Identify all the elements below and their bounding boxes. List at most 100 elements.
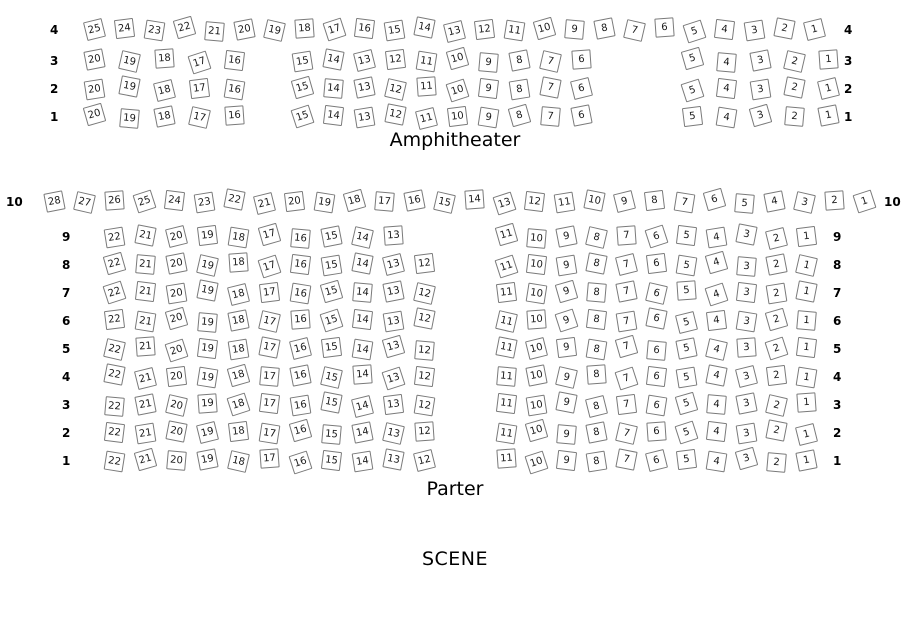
seat-parter-row5-6[interactable]: 6 — [646, 340, 667, 361]
seat-parter-row5-3[interactable]: 3 — [736, 337, 757, 358]
seat-parter-row10-11[interactable]: 11 — [553, 191, 576, 214]
seat-parter-row2-17[interactable]: 17 — [258, 422, 281, 445]
seat-parter-row1-15[interactable]: 15 — [320, 449, 343, 472]
seat-parter-row5-13[interactable]: 13 — [381, 334, 406, 359]
seat-parter-row3-2[interactable]: 2 — [765, 394, 788, 417]
seat-parter-row10-4[interactable]: 4 — [763, 190, 786, 213]
seat-parter-row10-19[interactable]: 19 — [313, 191, 336, 214]
seat-parter-row1-2[interactable]: 2 — [766, 452, 787, 473]
seat-parter-row4-5[interactable]: 5 — [675, 366, 698, 389]
seat-parter-row4-21[interactable]: 21 — [133, 366, 158, 391]
seat-parter-row10-21[interactable]: 21 — [252, 191, 277, 216]
seat-parter-row9-18[interactable]: 18 — [227, 226, 250, 249]
seat-parter-row6-11[interactable]: 11 — [495, 310, 518, 333]
seat-parter-row8-4[interactable]: 4 — [704, 250, 729, 275]
seat-parter-row1-9[interactable]: 9 — [555, 449, 578, 472]
seat-parter-row2-9[interactable]: 9 — [556, 424, 577, 445]
seat-parter-row9-15[interactable]: 15 — [320, 225, 343, 248]
seat-parter-row6-17[interactable]: 17 — [258, 310, 281, 333]
seat-parter-row10-15[interactable]: 15 — [433, 191, 456, 214]
seat-parter-row3-9[interactable]: 9 — [555, 391, 578, 414]
seat-parter-row9-14[interactable]: 14 — [351, 226, 374, 249]
seat-parter-row2-11[interactable]: 11 — [495, 422, 518, 445]
seat-parter-row6-1[interactable]: 1 — [796, 310, 817, 331]
seat-parter-row3-22[interactable]: 22 — [104, 396, 125, 417]
seat-parter-row3-4[interactable]: 4 — [706, 394, 727, 415]
seat-parter-row6-15[interactable]: 15 — [319, 308, 344, 333]
seat-parter-row4-18[interactable]: 18 — [226, 363, 251, 388]
seat-parter-row10-26[interactable]: 26 — [104, 190, 125, 211]
seat-parter-row7-4[interactable]: 4 — [704, 282, 729, 307]
seat-parter-row7-14[interactable]: 14 — [352, 282, 373, 303]
seat-parter-row1-10[interactable]: 10 — [524, 450, 549, 475]
seat-parter-row2-13[interactable]: 13 — [382, 422, 405, 445]
seat-parter-row6-3[interactable]: 3 — [735, 310, 758, 333]
seat-parter-row5-20[interactable]: 20 — [164, 338, 189, 363]
seat-parter-row7-11[interactable]: 11 — [495, 281, 518, 304]
seat-parter-row9-20[interactable]: 20 — [164, 224, 189, 249]
seat-parter-row2-14[interactable]: 14 — [351, 421, 374, 444]
seat-parter-row8-7[interactable]: 7 — [614, 252, 639, 277]
seat-parter-row10-28[interactable]: 28 — [43, 190, 66, 213]
seat-parter-row3-11[interactable]: 11 — [495, 392, 518, 415]
seat-parter-row10-14[interactable]: 14 — [464, 189, 485, 210]
seat-parter-row7-21[interactable]: 21 — [134, 280, 157, 303]
seat-parter-row4-6[interactable]: 6 — [645, 365, 668, 388]
seat-parter-row2-15[interactable]: 15 — [321, 424, 342, 445]
seat-parter-row8-1[interactable]: 1 — [795, 254, 818, 277]
seat-parter-row1-3[interactable]: 3 — [734, 446, 759, 471]
seat-parter-row4-20[interactable]: 20 — [165, 365, 188, 388]
seat-parter-row4-16[interactable]: 16 — [289, 364, 312, 387]
seat-parter-row1-20[interactable]: 20 — [166, 450, 187, 471]
seat-parter-row9-19[interactable]: 19 — [196, 224, 219, 247]
seat-parter-row1-1[interactable]: 1 — [795, 449, 818, 472]
seat-parter-row10-17[interactable]: 17 — [374, 191, 395, 212]
seat-parter-row6-6[interactable]: 6 — [645, 307, 668, 330]
seat-parter-row8-3[interactable]: 3 — [736, 256, 757, 277]
seat-parter-row7-15[interactable]: 15 — [319, 279, 344, 304]
seat-parter-row3-15[interactable]: 15 — [320, 391, 343, 414]
seat-parter-row8-10[interactable]: 10 — [525, 253, 548, 276]
seat-parter-row10-7[interactable]: 7 — [673, 191, 696, 214]
seat-parter-row7-20[interactable]: 20 — [165, 282, 188, 305]
seat-parter-row3-17[interactable]: 17 — [258, 392, 281, 415]
seat-parter-row1-7[interactable]: 7 — [615, 448, 638, 471]
seat-parter-row2-10[interactable]: 10 — [524, 418, 549, 443]
seat-parter-row5-16[interactable]: 16 — [288, 336, 313, 361]
seat-parter-row7-13[interactable]: 13 — [382, 280, 405, 303]
seat-parter-row6-18[interactable]: 18 — [227, 309, 250, 332]
seat-parter-row1-16[interactable]: 16 — [288, 450, 313, 475]
seat-parter-row8-17[interactable]: 17 — [257, 254, 282, 279]
seat-parter-row8-20[interactable]: 20 — [165, 252, 188, 275]
seat-parter-row4-15[interactable]: 15 — [320, 366, 343, 389]
seat-parter-row10-6[interactable]: 6 — [702, 187, 727, 212]
seat-parter-row8-5[interactable]: 5 — [675, 254, 698, 277]
seat-parter-row9-16[interactable]: 16 — [290, 228, 311, 249]
seat-parter-row5-8[interactable]: 8 — [585, 338, 608, 361]
seat-parter-row9-13[interactable]: 13 — [383, 225, 404, 246]
seat-parter-row4-13[interactable]: 13 — [381, 366, 406, 391]
seat-parter-row10-24[interactable]: 24 — [163, 189, 186, 212]
seat-parter-row8-15[interactable]: 15 — [320, 254, 343, 277]
seat-parter-row1-8[interactable]: 8 — [585, 450, 608, 473]
seat-parter-row10-27[interactable]: 27 — [73, 191, 96, 214]
seat-parter-row5-12[interactable]: 12 — [414, 340, 435, 361]
seat-parter-row7-7[interactable]: 7 — [615, 280, 638, 303]
seat-parter-row4-17[interactable]: 17 — [259, 366, 280, 387]
seat-parter-row4-4[interactable]: 4 — [705, 364, 728, 387]
seat-parter-row4-22[interactable]: 22 — [103, 363, 126, 386]
seat-parter-row9-4[interactable]: 4 — [705, 226, 728, 249]
seat-parter-row8-22[interactable]: 22 — [102, 251, 127, 276]
seat-parter-row8-21[interactable]: 21 — [135, 254, 156, 275]
seat-parter-row7-19[interactable]: 19 — [196, 279, 219, 302]
seat-parter-row5-7[interactable]: 7 — [614, 334, 639, 359]
seat-parter-row2-8[interactable]: 8 — [585, 421, 608, 444]
seat-parter-row2-3[interactable]: 3 — [735, 422, 758, 445]
seat-parter-row7-12[interactable]: 12 — [413, 282, 436, 305]
seat-parter-row6-21[interactable]: 21 — [134, 310, 157, 333]
seat-parter-row7-3[interactable]: 3 — [735, 281, 758, 304]
seat-parter-row5-1[interactable]: 1 — [795, 336, 818, 359]
seat-parter-row4-12[interactable]: 12 — [413, 365, 436, 388]
seat-parter-row5-2[interactable]: 2 — [764, 336, 789, 361]
seat-parter-row8-18[interactable]: 18 — [228, 252, 249, 273]
